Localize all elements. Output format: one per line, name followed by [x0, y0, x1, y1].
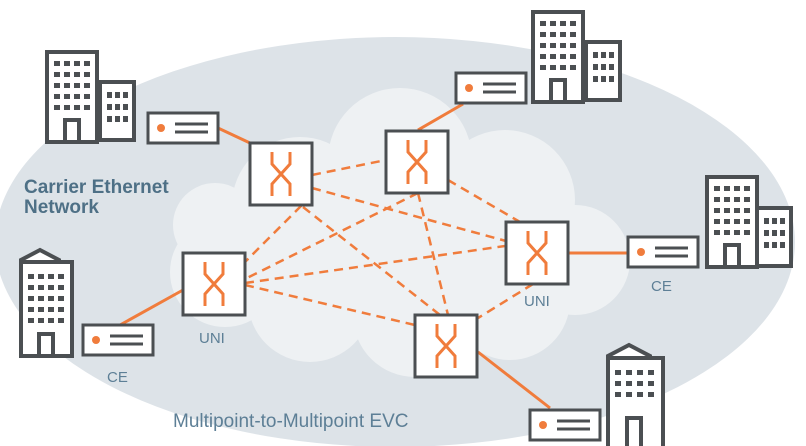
access-link-bottom [477, 350, 551, 410]
ce-device-left [81, 323, 155, 357]
network-label-line1: Carrier Ethernet [24, 177, 169, 198]
building-icon-bottom [606, 342, 665, 446]
access-link-top [417, 102, 464, 132]
uni-label-right: UNI [524, 293, 550, 310]
access-link-left [119, 288, 184, 327]
access-link-top-left [217, 126, 251, 145]
network-label-line2: Network [24, 197, 99, 218]
uni-label-left: UNI [199, 330, 225, 347]
ce-device-bottom [528, 408, 602, 442]
building-icon-right [705, 175, 759, 269]
switch-icon-bottom [413, 313, 479, 379]
ce-device-top-left [146, 111, 220, 145]
switch-icon-left [181, 251, 247, 317]
evc-label: Multipoint-to-Multipoint EVC [173, 411, 409, 432]
ce-label-left: CE [107, 369, 128, 386]
network-label: Carrier Ethernet Network [24, 178, 169, 218]
building-icon-right-small [755, 206, 793, 268]
ce-device-top [454, 71, 528, 105]
switch-icon-top-left [248, 141, 314, 207]
building-icon-top-small [584, 40, 622, 102]
ce-device-right [626, 235, 700, 269]
building-icon-top-left [45, 50, 99, 144]
building-icon-top-left-small [98, 80, 136, 142]
building-icon-left [19, 247, 74, 358]
ce-label-right: CE [651, 278, 672, 295]
building-icon-top [531, 10, 585, 104]
switch-icon-top [384, 129, 450, 195]
switch-icon-right [504, 220, 570, 286]
